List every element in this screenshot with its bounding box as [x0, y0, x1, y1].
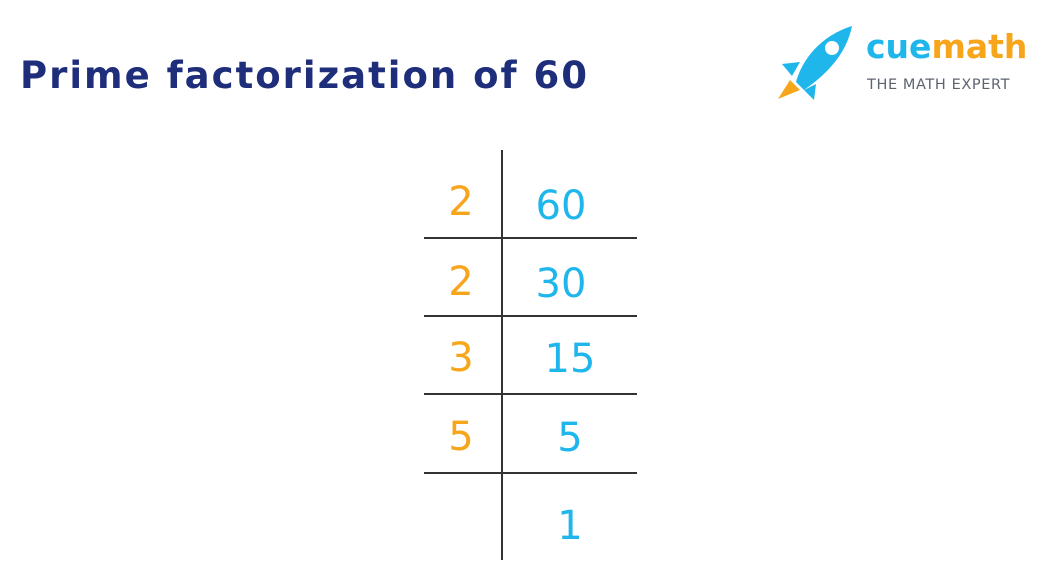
brand-part-cue: cue — [866, 27, 932, 66]
brand-tagline: THE MATH EXPERT — [867, 77, 1011, 93]
cuemath-logo: cuemath THE MATH EXPERT — [776, 22, 1036, 102]
rocket-icon — [778, 26, 852, 100]
dividend: 60 — [536, 183, 587, 229]
dividend: 5 — [557, 415, 582, 461]
divisor: 3 — [448, 335, 473, 381]
dividend: 1 — [557, 503, 582, 549]
page-title: Prime factorization of 60 — [20, 54, 590, 97]
divisor: 2 — [448, 179, 473, 225]
dividend: 30 — [536, 261, 587, 307]
brand-part-math: math — [931, 27, 1028, 66]
divisor: 2 — [448, 259, 473, 305]
dividend: 15 — [545, 336, 596, 382]
divisor: 5 — [448, 414, 473, 460]
brand-wordmark: cuemath — [866, 30, 1027, 63]
